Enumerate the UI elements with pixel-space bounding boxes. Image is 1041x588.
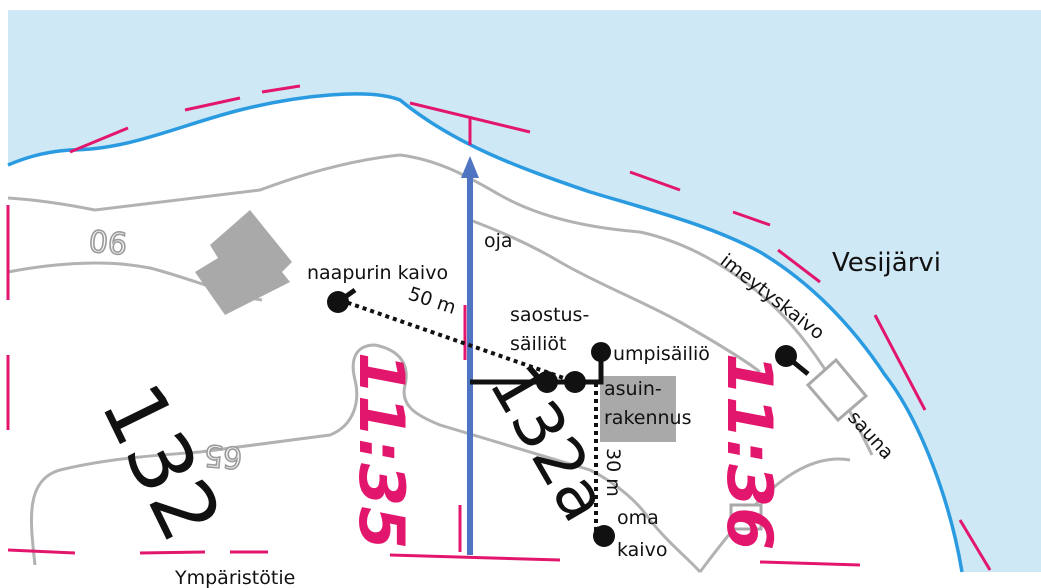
residential-building (600, 376, 676, 442)
own-well-symbol (593, 525, 615, 547)
ditch-arrow-head (461, 156, 479, 178)
septic-tank-symbol (564, 371, 586, 393)
septic-tanks-label-line2: säiliöt (510, 333, 566, 355)
holding-tank-symbol (591, 342, 611, 362)
neighbor-well-symbol (327, 291, 349, 313)
shoreline (7, 92, 964, 573)
ditch-label: oja (484, 230, 513, 252)
house-label-line2: rakennus (604, 407, 692, 429)
own-well-label-line1: oma (617, 507, 659, 529)
neighbor-building (195, 210, 292, 315)
lake-water (8, 10, 1041, 572)
septic-tanks-label-line1: saostus- (510, 304, 589, 326)
lake-label: Vesijärvi (832, 248, 941, 278)
infiltration-well-symbol (775, 345, 797, 367)
neighbor-well-label: naapurin kaivo (307, 262, 448, 284)
contour-label-upper: 90 (88, 222, 129, 260)
contour-line-90 (7, 153, 874, 456)
distance-label-own-well: 30 m (602, 448, 624, 497)
contour-line (469, 218, 761, 374)
holding-tank-label: umpisäiliö (613, 343, 710, 365)
road-label: Ympäristötie (174, 567, 295, 588)
contour-label-lower: 65 (203, 437, 244, 475)
house-label-line1: asuin- (604, 378, 662, 400)
contour-line (698, 457, 851, 573)
outbuilding (729, 503, 763, 531)
property-lines (6, 84, 992, 571)
distance-line-neighbor (339, 298, 579, 385)
contour-line-65 (29, 343, 702, 573)
septic-tank-symbol (536, 371, 558, 393)
sauna-building (805, 357, 869, 423)
register-number-right: 11:36 (713, 353, 786, 550)
own-well-label-line2: kaivo (617, 539, 667, 561)
register-number-left: 11:35 (345, 352, 418, 549)
